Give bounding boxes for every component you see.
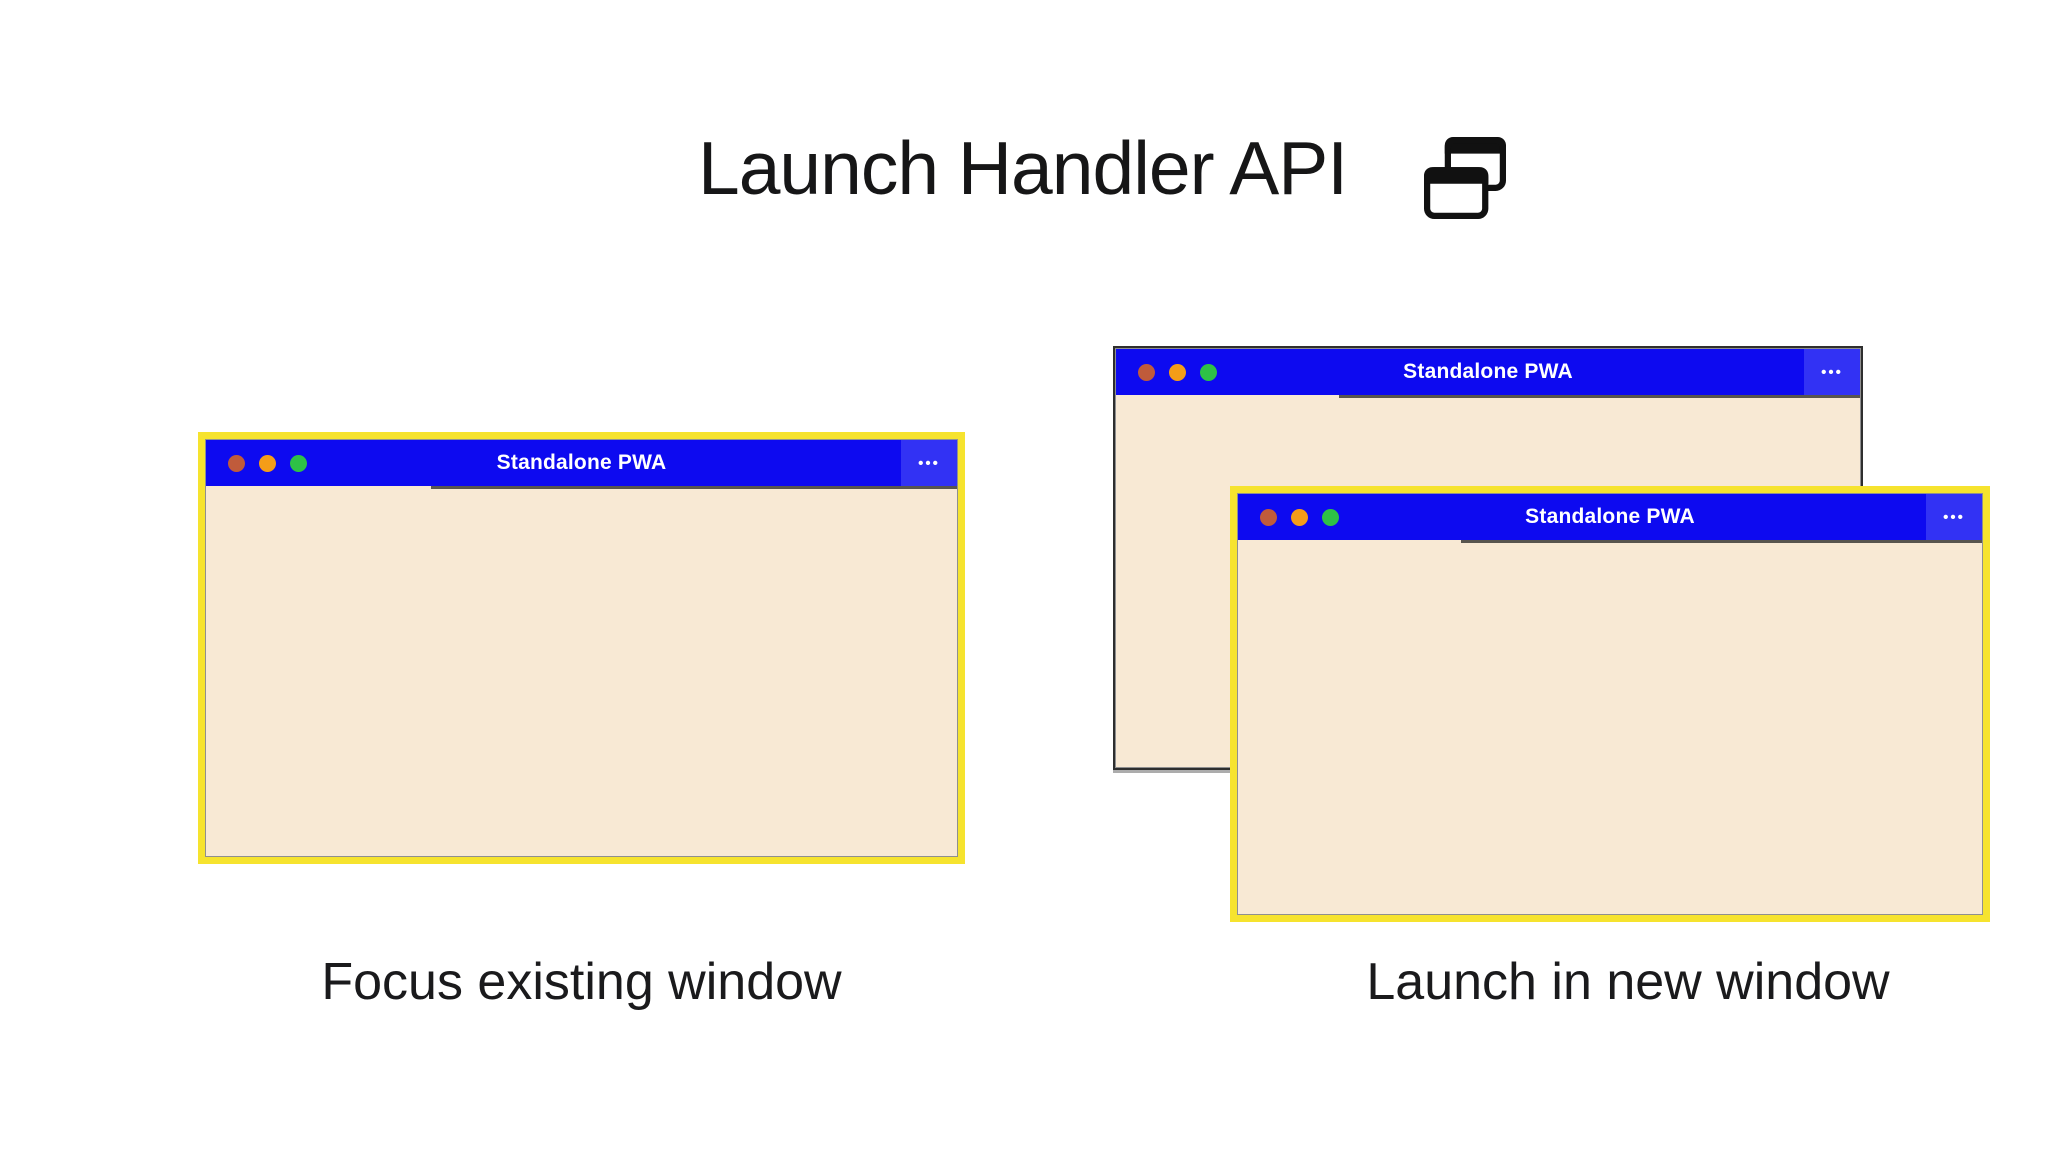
more-menu-button[interactable]: ••• [1926,494,1982,540]
window-frame: Standalone PWA ••• [1237,493,1983,915]
window-controls [1116,363,1217,381]
pwa-window-focused-existing: Standalone PWA ••• [198,432,965,864]
window-title: Standalone PWA [1525,505,1695,528]
window-titlebar: Standalone PWA ••• [1238,494,1982,543]
close-dot-icon[interactable] [1260,508,1277,526]
maximize-dot-icon[interactable] [1322,508,1339,526]
minimize-dot-icon[interactable] [1169,363,1186,381]
close-dot-icon[interactable] [1138,363,1155,381]
window-controls [1238,508,1339,526]
minimize-dot-icon[interactable] [259,454,276,472]
maximize-dot-icon[interactable] [290,454,307,472]
caption-launch-new: Launch in new window [1366,953,1890,1011]
page-title: Launch Handler API [698,126,1348,210]
pwa-window-new-focused: Standalone PWA ••• [1230,486,1990,922]
window-title: Standalone PWA [1403,360,1573,383]
window-title: Standalone PWA [496,451,667,474]
close-dot-icon[interactable] [228,454,245,472]
caption-focus-existing: Focus existing window [321,953,842,1011]
window-content [206,486,957,856]
maximize-dot-icon[interactable] [1200,363,1217,381]
window-content [1238,540,1982,914]
minimize-dot-icon[interactable] [1291,508,1308,526]
overlapping-windows-icon [1424,137,1506,219]
more-menu-button[interactable]: ••• [1804,349,1860,395]
window-titlebar: Standalone PWA ••• [1116,349,1860,398]
window-frame: Standalone PWA ••• [205,439,958,857]
window-controls [206,454,307,472]
more-menu-button[interactable]: ••• [901,440,957,486]
window-titlebar: Standalone PWA ••• [206,440,957,489]
